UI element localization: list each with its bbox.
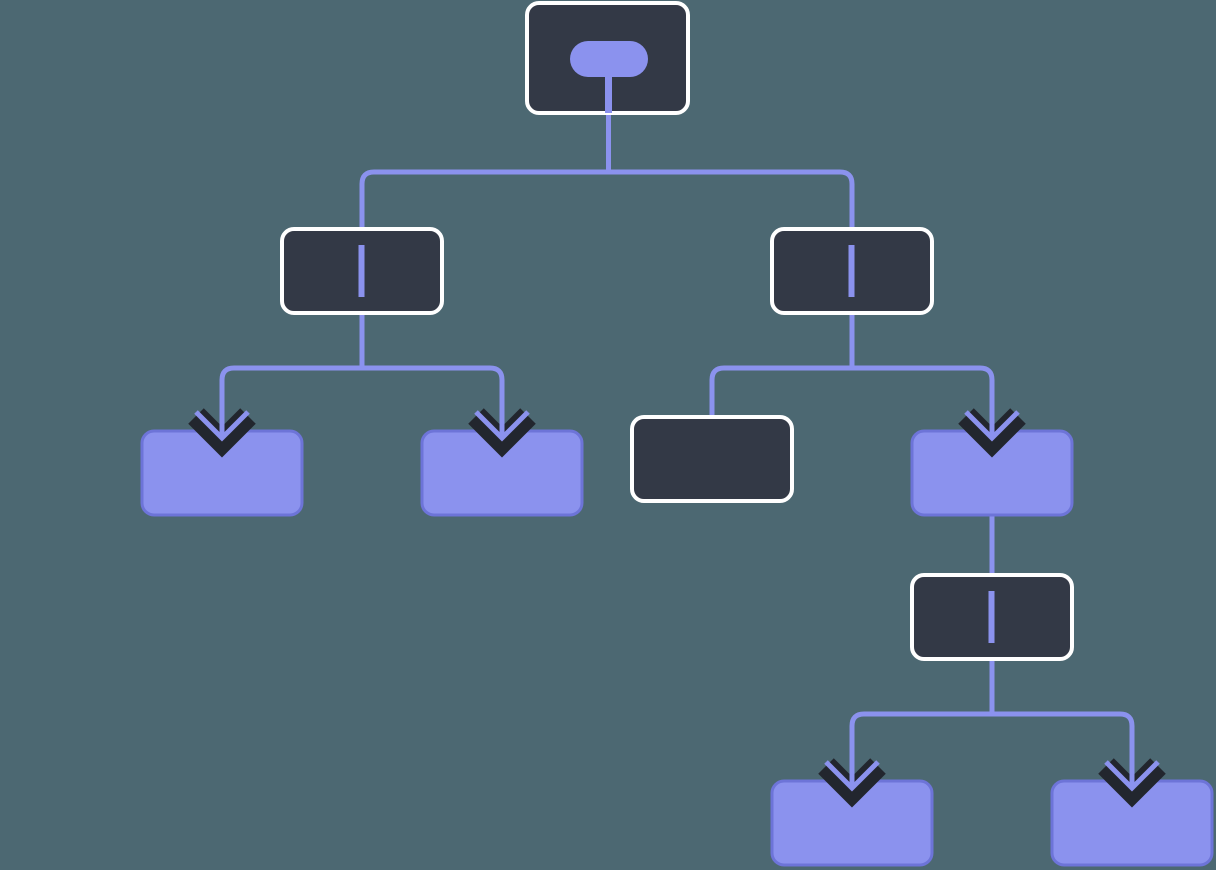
arrow-shaft-to-l2-a — [219, 395, 225, 435]
edge-root-to-l1-left — [359, 169, 609, 229]
arrow-head-layer — [188, 408, 1166, 808]
arrow-inner-to-l2-a — [194, 410, 250, 442]
arrow-head-to-l4-a — [818, 758, 886, 808]
arrow-head-to-l4-b — [1098, 758, 1166, 808]
node-root[interactable] — [525, 1, 690, 115]
node-l1-right-through-line — [848, 245, 855, 297]
arrow-head-to-l2-b — [468, 408, 536, 458]
edge-l1-right-to-c — [709, 365, 852, 417]
edge-layer — [219, 113, 1135, 781]
edge-l1-left-to-b — [362, 365, 505, 431]
edge-l1-right-to-d — [852, 365, 995, 431]
node-l2-c-body[interactable] — [630, 415, 794, 503]
arrow-shaft-tip-layer — [219, 395, 1135, 785]
arrow-inner-to-l4-a — [824, 760, 880, 792]
node-l3-a-through-line — [988, 591, 995, 643]
node-l1-left-through-line — [358, 245, 365, 297]
node-root-pill-stem — [605, 59, 612, 113]
edge-l1-left-to-a — [219, 365, 362, 431]
arrow-shaft-to-l4-b — [1129, 745, 1135, 785]
node-l1-right[interactable] — [770, 227, 934, 315]
arrow-shaft-to-l2-b — [499, 395, 505, 435]
arrow-inner-to-l2-d — [964, 410, 1020, 442]
arrow-shaft-to-l4-a — [849, 745, 855, 785]
node-l3-a[interactable] — [910, 573, 1074, 661]
edge-root-to-l1-right — [608, 169, 855, 229]
arrow-head-inner-layer — [194, 410, 1160, 792]
arrow-head-to-l2-a — [188, 408, 256, 458]
arrow-inner-to-l2-b — [474, 410, 530, 442]
arrow-head-to-l2-d — [958, 408, 1026, 458]
node-l1-left[interactable] — [280, 227, 444, 315]
arrow-inner-to-l4-b — [1104, 760, 1160, 792]
arrow-shaft-to-l2-d — [989, 395, 995, 435]
edge-l3-a-to-l4-b — [992, 711, 1135, 781]
edge-l3-a-to-l4-a — [849, 711, 992, 781]
node-l2-c[interactable] — [630, 415, 794, 503]
